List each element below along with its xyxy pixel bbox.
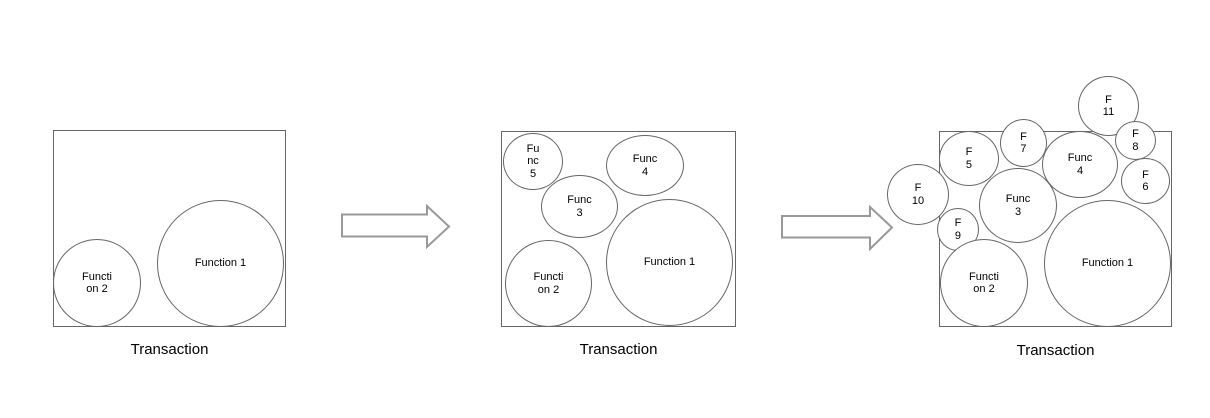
right-arrow-shape-1 bbox=[341, 204, 451, 250]
circle-function-2: Functi on 2 bbox=[53, 239, 141, 327]
circle-func-4: Func 4 bbox=[1042, 131, 1118, 198]
circle-func-5: Fu nc 5 bbox=[503, 133, 563, 190]
circle-function-1: Function 1 bbox=[606, 199, 733, 326]
transaction-label-1: Transaction bbox=[130, 341, 209, 358]
circle-func-4: Func 4 bbox=[606, 135, 684, 196]
transaction-label-3: Transaction bbox=[1016, 342, 1095, 359]
circle-func-3: Func 3 bbox=[979, 168, 1057, 243]
circle-f-5: F 5 bbox=[939, 131, 999, 186]
circle-f-6: F 6 bbox=[1121, 158, 1170, 204]
flow-arrow-2 bbox=[781, 205, 894, 251]
right-arrow-shape-2 bbox=[781, 205, 894, 251]
circle-function-1: Function 1 bbox=[1044, 200, 1171, 327]
circle-f-7: F 7 bbox=[1000, 119, 1047, 167]
transaction-label-2: Transaction bbox=[579, 341, 658, 358]
circle-function-2: Functi on 2 bbox=[940, 239, 1028, 327]
circle-function-1: Function 1 bbox=[157, 200, 284, 327]
circle-f-11: F 11 bbox=[1078, 76, 1139, 136]
flow-arrow-1 bbox=[341, 204, 451, 250]
circle-function-2: Functi on 2 bbox=[505, 240, 592, 327]
circle-func-3: Func 3 bbox=[541, 175, 618, 238]
circle-f-8: F 8 bbox=[1115, 121, 1156, 160]
circle-f-10: F 10 bbox=[887, 164, 949, 225]
